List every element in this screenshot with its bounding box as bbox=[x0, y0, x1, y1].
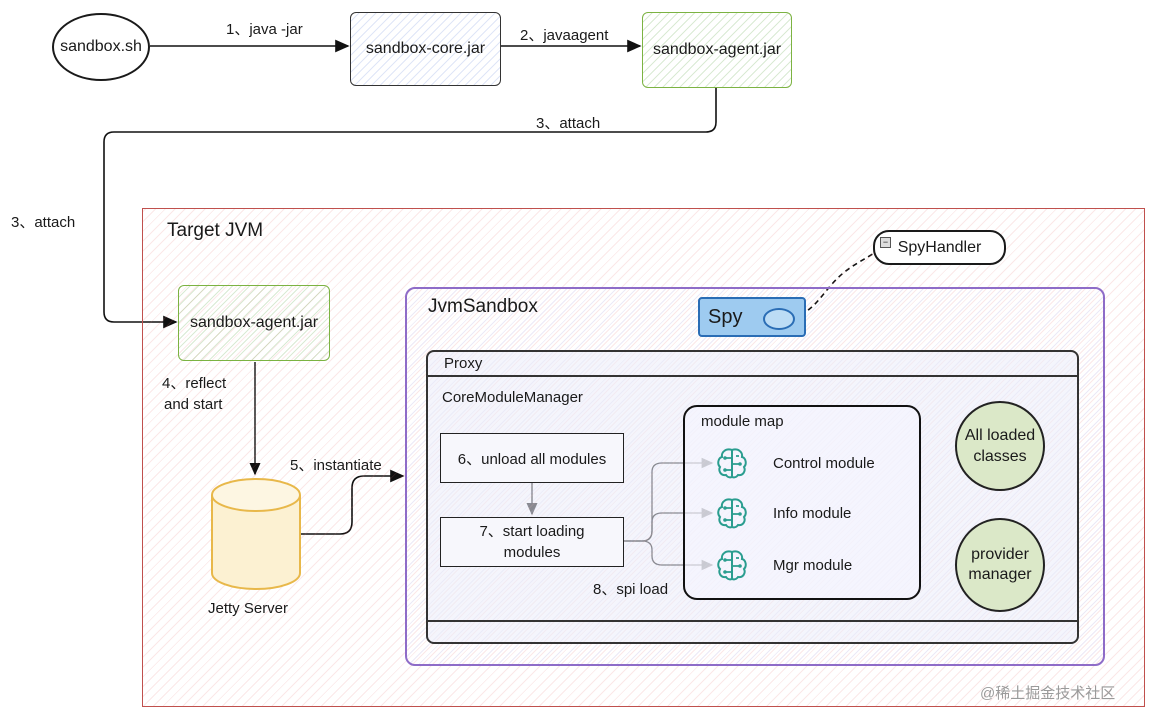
jetty-server-cylinder bbox=[211, 478, 301, 590]
sandbox-agent-jar-top-label: sandbox-agent.jar bbox=[652, 41, 782, 58]
sandbox-core-jar-node: sandbox-core.jar bbox=[350, 12, 501, 86]
proxy-header-divider bbox=[428, 375, 1077, 377]
spy-node: Spy bbox=[698, 297, 806, 337]
sandbox-agent-jar-inner-label: sandbox-agent.jar bbox=[189, 314, 319, 331]
all-loaded-classes-node: All loaded classes bbox=[955, 401, 1045, 491]
mgr-module-label: Mgr module bbox=[773, 556, 853, 574]
proxy-label: Proxy bbox=[444, 355, 483, 372]
jvm-sandbox-title: JvmSandbox bbox=[428, 296, 538, 317]
sandbox-core-jar-label: sandbox-core.jar bbox=[365, 40, 486, 57]
brain-circuit-icon bbox=[717, 448, 747, 479]
step1-label: 1、java -jar bbox=[226, 21, 303, 38]
info-module-label: Info module bbox=[773, 504, 852, 522]
step2-label: 2、javaagent bbox=[520, 27, 609, 44]
sandbox-agent-jar-top-node: sandbox-agent.jar bbox=[642, 12, 792, 88]
spy-label: Spy bbox=[708, 306, 743, 328]
step4-label-line2: and start bbox=[164, 396, 223, 413]
step4-label-line1: 4、reflect bbox=[162, 375, 227, 392]
provider-manager-line1: provider bbox=[971, 546, 1029, 563]
provider-manager-node: provider manager bbox=[955, 518, 1045, 612]
start-loading-label-line2: modules bbox=[503, 544, 561, 561]
spy-port-icon bbox=[763, 308, 795, 330]
start-loading-label-line1: 7、start loading bbox=[479, 523, 585, 540]
proxy-footer-divider bbox=[428, 620, 1077, 622]
module-map-title: module map bbox=[701, 413, 784, 430]
unload-modules-label: 6、unload all modules bbox=[457, 450, 607, 468]
step3-right-label: 3、attach bbox=[536, 115, 601, 132]
all-loaded-classes-line1: All loaded bbox=[964, 427, 1036, 444]
control-module-label: Control module bbox=[773, 454, 875, 472]
all-loaded-classes-line2: classes bbox=[973, 448, 1027, 465]
target-jvm-title: Target JVM bbox=[167, 220, 264, 241]
brain-circuit-icon bbox=[717, 498, 747, 529]
jetty-server-label: Jetty Server bbox=[208, 600, 289, 617]
module-row-mgr: Mgr module bbox=[715, 548, 852, 582]
spy-handler-collapse-icon: − bbox=[880, 237, 891, 248]
sandbox-agent-jar-inner-node: sandbox-agent.jar bbox=[178, 285, 330, 361]
step8-label: 8、spi load bbox=[593, 581, 669, 598]
step5-label: 5、instantiate bbox=[290, 457, 382, 474]
module-row-control: Control module bbox=[715, 446, 875, 480]
provider-manager-line2: manager bbox=[968, 566, 1032, 583]
start-loading-node: 7、start loading modules bbox=[440, 517, 624, 567]
module-row-info: Info module bbox=[715, 496, 851, 530]
sandbox-sh-label: sandbox.sh bbox=[60, 38, 142, 55]
core-module-manager-label: CoreModuleManager bbox=[442, 389, 583, 406]
spy-handler-node: − SpyHandler bbox=[873, 230, 1006, 265]
step3-left-label: 3、attach bbox=[11, 214, 76, 231]
unload-modules-node: 6、unload all modules bbox=[440, 433, 624, 483]
spy-handler-label: SpyHandler bbox=[897, 238, 982, 256]
sandbox-sh-node: sandbox.sh bbox=[52, 13, 150, 81]
brain-circuit-icon bbox=[717, 550, 747, 581]
watermark: @稀土掘金技术社区 bbox=[980, 685, 1116, 702]
